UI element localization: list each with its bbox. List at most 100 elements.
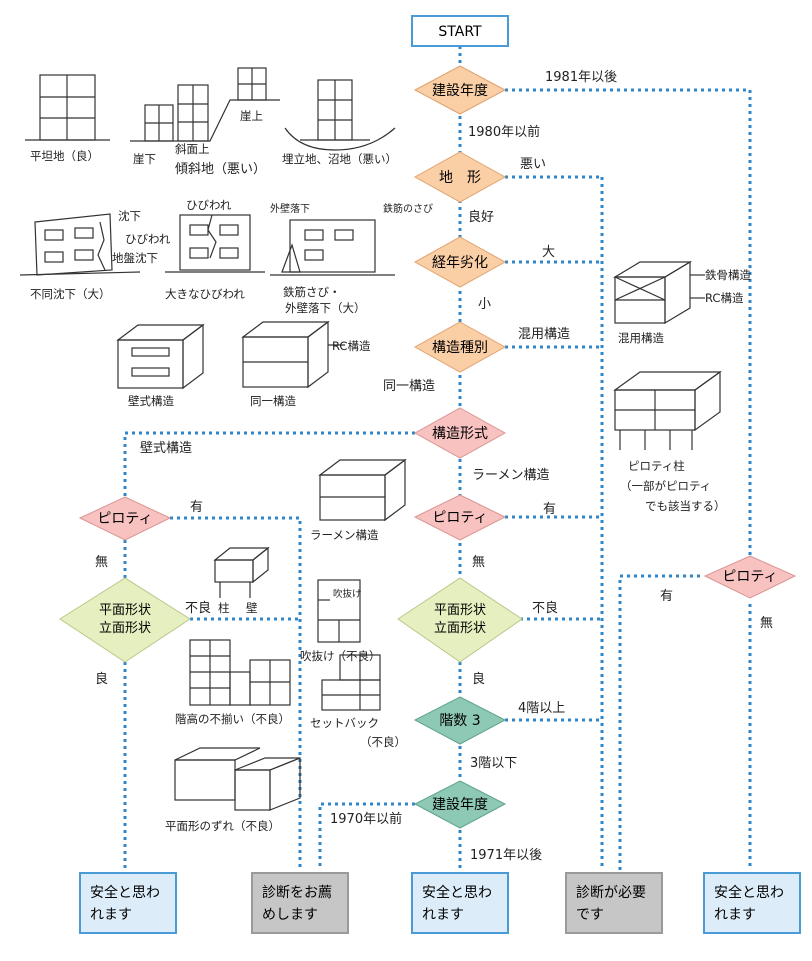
svg-text:鉄筋のさび: 鉄筋のさび xyxy=(383,202,433,215)
label-before-1980: 1980年以前 xyxy=(468,124,540,140)
svg-text:建設年度: 建設年度 xyxy=(432,83,488,99)
svg-text:鉄筋さび・: 鉄筋さび・ xyxy=(283,285,341,299)
label-poor-left: 不良 xyxy=(185,600,211,616)
decision-structure-type: 構造種別 xyxy=(413,321,507,373)
svg-text:構造種別: 構造種別 xyxy=(432,340,488,356)
decision-year-check: 建設年度 xyxy=(413,780,507,829)
svg-text:（不良）: （不良） xyxy=(360,735,406,749)
svg-text:吹抜け: 吹抜け xyxy=(333,588,362,600)
label-small: 小 xyxy=(478,297,491,312)
label-after-1971: 1971年以後 xyxy=(470,848,542,863)
svg-text:建設年度: 建設年度 xyxy=(432,797,488,813)
label-poor-mid: 不良 xyxy=(532,600,558,616)
decision-floors: 階数 3 xyxy=(413,696,507,745)
decision-piloti-left: ピロティ xyxy=(78,496,172,541)
label-rahmen: ラーメン構造 xyxy=(472,468,549,483)
decision-deterioration: 経年劣化 xyxy=(413,236,507,288)
plan-shift-building-icon xyxy=(174,747,301,811)
decision-piloti-middle: ピロティ xyxy=(413,494,507,541)
svg-text:（一部がピロティ: （一部がピロティ xyxy=(620,479,711,493)
label-ok-mid: 良 xyxy=(472,671,485,687)
setback-building-icon xyxy=(321,654,381,711)
svg-text:地盤沈下: 地盤沈下 xyxy=(112,251,158,265)
label-bad: 悪い xyxy=(520,157,546,172)
illustration-captions: 平坦地（良） 崖下 斜面上 崖上 傾斜地（悪い） 埋立地、沼地（悪い） 沈下 ひ… xyxy=(30,109,751,833)
svg-text:START: START xyxy=(438,24,482,40)
landfill-building-icon xyxy=(284,79,396,151)
label-good: 良好 xyxy=(468,209,494,225)
svg-text:斜面上: 斜面上 xyxy=(175,142,210,156)
same-structure-icon xyxy=(241,320,345,389)
label-after-1981: 1981年以後 xyxy=(545,70,617,85)
start-box: START xyxy=(411,15,509,47)
rust-building-icon xyxy=(270,219,395,276)
svg-text:でも該当する）: でも該当する） xyxy=(645,499,726,513)
svg-text:ひびわれ: ひびわれ xyxy=(186,198,232,212)
svg-text:柱: 柱 xyxy=(218,601,230,615)
svg-text:壁: 壁 xyxy=(246,601,258,615)
label-ok-left: 良 xyxy=(95,671,108,687)
svg-text:れます: れます xyxy=(422,907,464,923)
outcome-safe-right: 安全と思わ れます xyxy=(703,872,801,934)
svg-text:大きなひびわれ: 大きなひびわれ xyxy=(165,287,245,301)
svg-text:立面形状: 立面形状 xyxy=(434,621,486,636)
decision-shape-left: 平面形状 立面形状 xyxy=(59,577,191,663)
svg-text:崖上: 崖上 xyxy=(240,109,263,123)
outcome-safe-1-line1: 安全と思わ xyxy=(90,884,160,901)
svg-text:地 形: 地 形 xyxy=(439,170,481,186)
svg-text:安全と思わ: 安全と思わ xyxy=(714,884,784,901)
label-wall-type: 壁式構造 xyxy=(140,441,192,456)
svg-text:平面形のずれ（不良）: 平面形のずれ（不良） xyxy=(165,819,280,833)
svg-text:階高の不揃い（不良）: 階高の不揃い（不良） xyxy=(175,712,290,726)
svg-text:ラーメン構造: ラーメン構造 xyxy=(310,528,379,542)
svg-text:立面形状: 立面形状 xyxy=(99,621,151,636)
label-none-mid: 無 xyxy=(472,555,485,570)
svg-text:埋立地、沼地（悪い）: 埋立地、沼地（悪い） xyxy=(282,152,397,166)
svg-text:れます: れます xyxy=(714,907,756,923)
svg-text:経年劣化: 経年劣化 xyxy=(432,255,488,271)
outcome-safe-middle: 安全と思わ れます xyxy=(411,872,509,934)
svg-text:ピロティ: ピロティ xyxy=(432,510,487,526)
rahmen-structure-icon xyxy=(318,458,407,522)
svg-text:安全と思わ: 安全と思わ xyxy=(422,884,492,901)
label-same: 同一構造 xyxy=(383,379,435,394)
label-none-left: 無 xyxy=(95,555,108,570)
svg-text:沈下: 沈下 xyxy=(118,209,141,223)
svg-text:めします: めします xyxy=(262,907,318,923)
atrium-building-icon xyxy=(317,579,361,643)
outcome-safe-1-line2: れます xyxy=(90,907,132,923)
svg-text:ひびわれ: ひびわれ xyxy=(125,232,171,246)
svg-text:外壁落下（大）: 外壁落下（大） xyxy=(285,301,366,315)
outcome-needed: 診断が必要 です xyxy=(565,872,663,934)
column-wall-icon xyxy=(213,546,270,598)
svg-text:混用構造: 混用構造 xyxy=(618,331,664,345)
svg-text:鉄骨構造: 鉄骨構造 xyxy=(705,268,751,282)
label-three-less: 3階以下 xyxy=(470,756,517,771)
svg-text:同一構造: 同一構造 xyxy=(250,394,296,408)
svg-text:ピロティ柱: ピロティ柱 xyxy=(628,459,685,473)
crack-building-icon xyxy=(165,214,265,273)
svg-text:です: です xyxy=(576,907,604,923)
svg-text:診断をお薦: 診断をお薦 xyxy=(262,885,332,901)
subsidence-building-icon xyxy=(19,213,141,276)
decision-terrain: 地 形 xyxy=(413,151,507,203)
decision-piloti-right: ピロティ xyxy=(703,555,797,599)
svg-text:ピロティ: ピロティ xyxy=(97,511,152,527)
outcome-recommend: 診断をお薦 めします xyxy=(251,872,349,934)
label-none-right: 無 xyxy=(760,616,773,631)
svg-text:吹抜け（不良）: 吹抜け（不良） xyxy=(300,649,381,663)
piloti-building-icon xyxy=(613,370,722,450)
label-has-right: 有 xyxy=(660,589,673,604)
edge-labels: 1981年以後 1980年以前 悪い 良好 大 小 混用構造 同一構造 壁式構造… xyxy=(95,70,773,863)
mixed-structure-icon xyxy=(612,260,705,325)
uneven-height-building-icon xyxy=(189,639,291,706)
svg-text:崖下: 崖下 xyxy=(133,152,156,166)
svg-text:RC構造: RC構造 xyxy=(332,339,371,353)
svg-text:傾斜地（悪い）: 傾斜地（悪い） xyxy=(175,162,266,177)
svg-text:RC構造: RC構造 xyxy=(705,291,744,305)
decision-shape-middle: 平面形状 立面形状 xyxy=(397,577,523,663)
svg-text:セットバック: セットバック xyxy=(310,716,379,730)
outcome-safe-left: 安全と思わ れます xyxy=(79,872,177,934)
decision-construction-year: 建設年度 xyxy=(413,65,507,115)
